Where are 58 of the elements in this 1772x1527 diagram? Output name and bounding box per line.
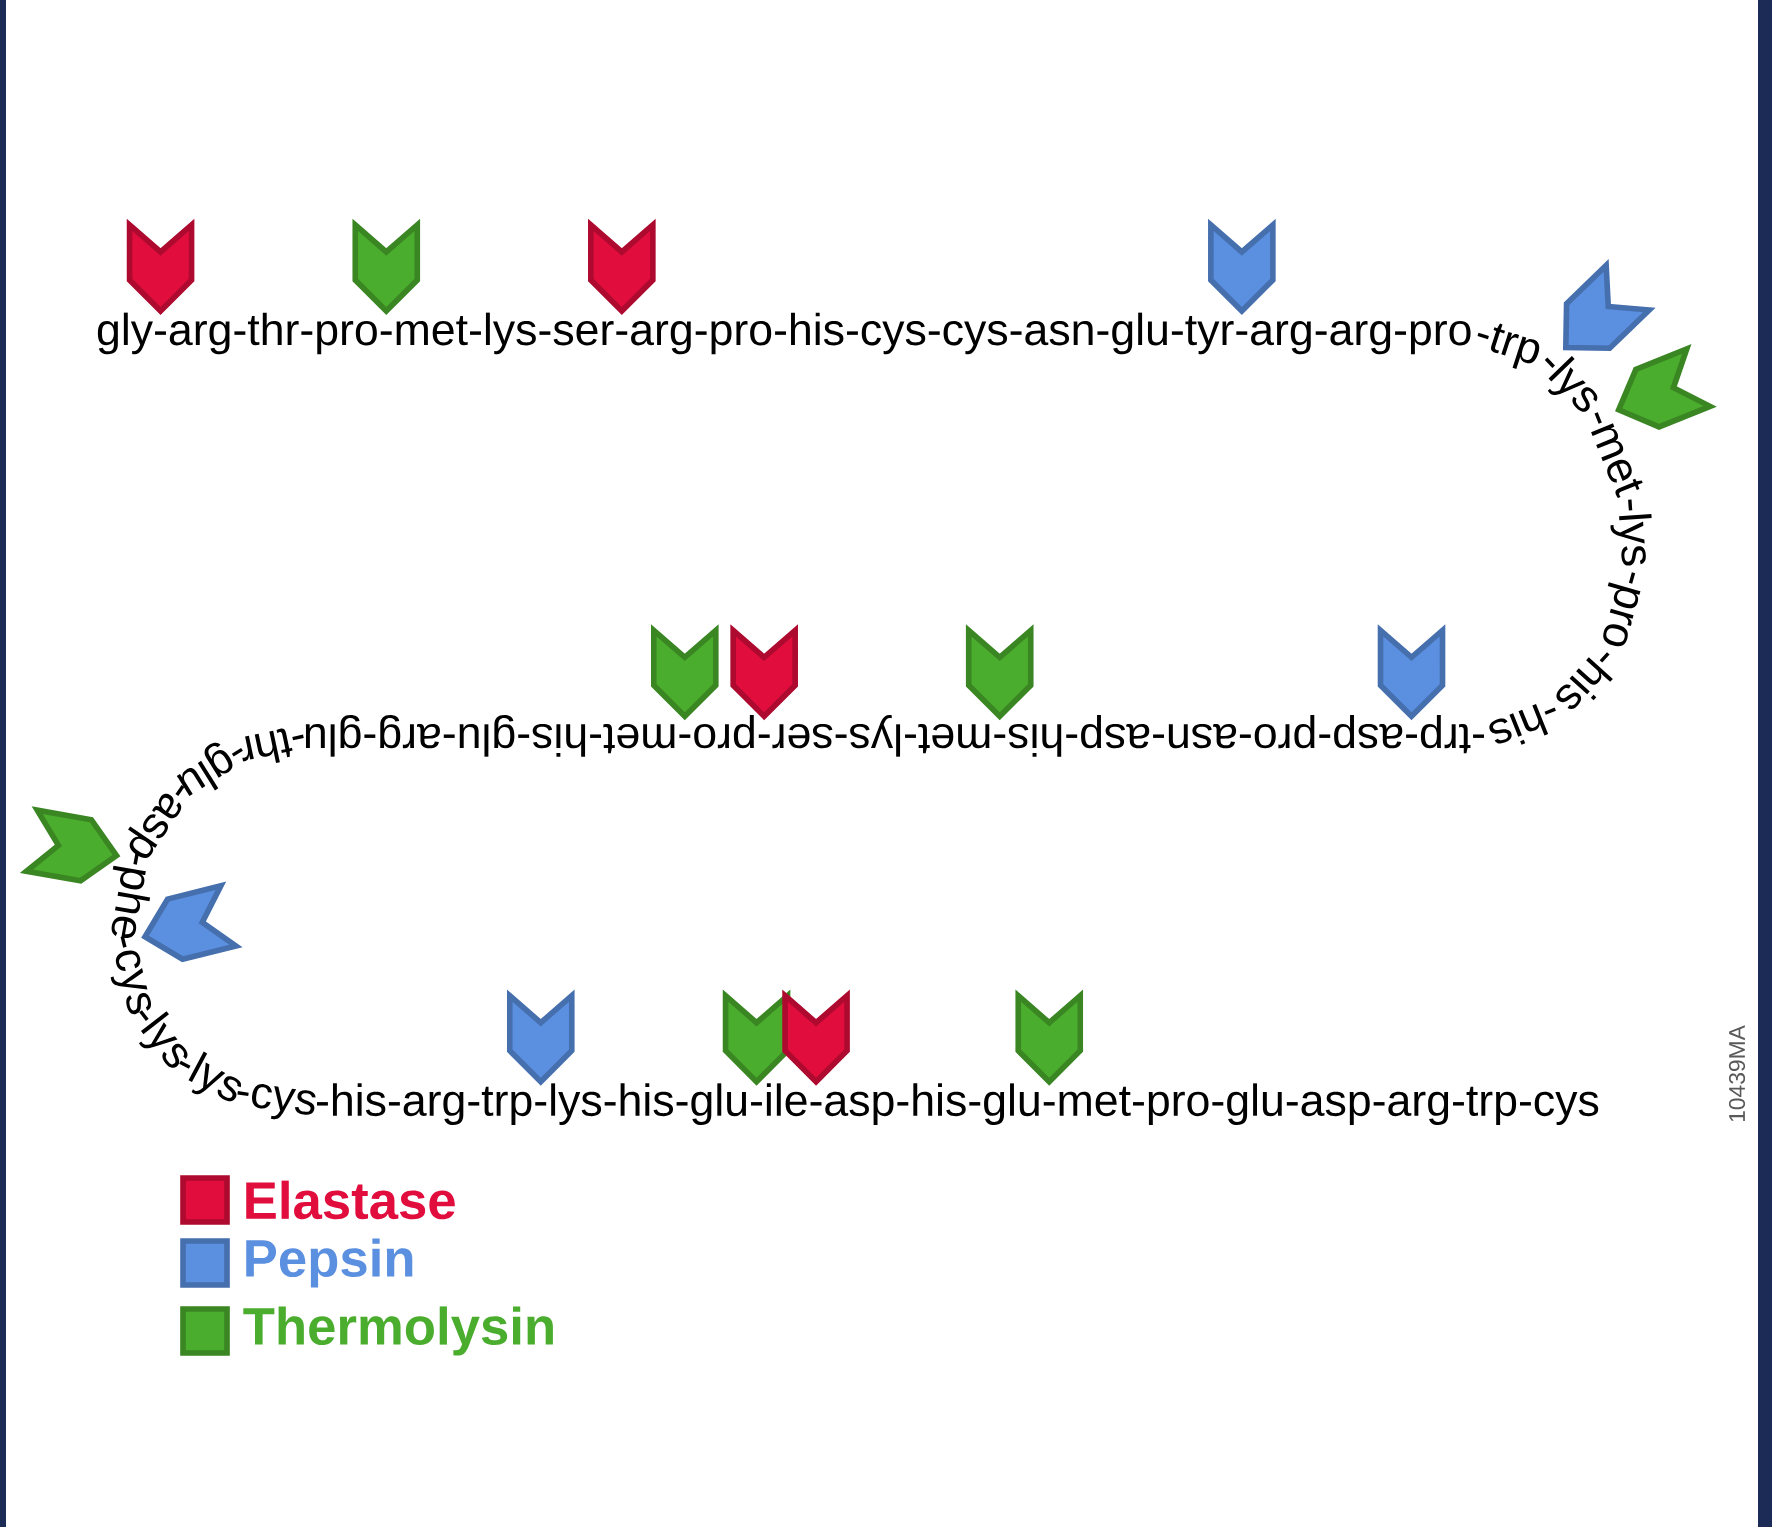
legend-label: Thermolysin [243, 1306, 553, 1356]
residue-label: -met [603, 723, 691, 754]
residue-label: -his [897, 1083, 966, 1117]
residue-label: -lys [850, 715, 916, 757]
residue-label: -glu [676, 1083, 747, 1125]
cleavage-marker [965, 624, 1034, 721]
residue-label: -pro [1603, 572, 1641, 647]
residue-label: -his [604, 1083, 673, 1117]
residue-label: -glu [459, 715, 530, 757]
residue-label: -arg [616, 320, 691, 355]
figure-code: 10439MA [1728, 1025, 1746, 1122]
residue-label: -his [1556, 652, 1613, 710]
residue-label: -pro [1395, 320, 1471, 355]
residue-label: -his [317, 1083, 386, 1117]
residue-label: -asp [810, 1091, 894, 1125]
residue-label: -met [1591, 412, 1643, 498]
residue-label: -arg [1315, 320, 1391, 355]
residue-label: -thr [234, 312, 299, 346]
residue-label: -met [918, 723, 1006, 754]
residue-label: -pro [1133, 1091, 1209, 1125]
residue-label: -asn [1168, 723, 1251, 749]
residue-label: -pro [695, 320, 772, 355]
residue-label: gly [97, 312, 153, 355]
residue-label: -lys [535, 1083, 602, 1125]
residue-label: -arg [1373, 1091, 1449, 1125]
residue-label: -lys [1610, 499, 1652, 566]
residue-label: -pro [1254, 715, 1331, 749]
residue-label: -glu [305, 715, 376, 757]
residue-label: -lys [1544, 356, 1598, 412]
residue-label: -cys [847, 320, 926, 355]
residue-label: -arg [388, 1091, 464, 1125]
cleavage-marker [1208, 218, 1276, 315]
residue-label: -glu [1097, 312, 1167, 355]
residue-label: -ser [772, 723, 847, 749]
residue-label: -tyr [1171, 316, 1234, 355]
residue-label: -cys [928, 320, 1008, 355]
residue-label: -met [380, 316, 468, 346]
residue-label: -met [1043, 1086, 1131, 1117]
residue-label: -trp [468, 1086, 532, 1125]
residue-label: -asp [1334, 715, 1418, 749]
residue-label: -his [1008, 723, 1078, 757]
residue-label: -cys [1519, 1091, 1599, 1125]
residue-label: -trp [1420, 715, 1484, 754]
legend-label: Pepsin [246, 1238, 413, 1288]
residue-label: -trp [1453, 1086, 1517, 1125]
cleavage-marker [352, 218, 421, 315]
residue-label: -trp [1477, 323, 1540, 369]
residue-label: -arg [380, 715, 455, 749]
residue-label: -his [775, 312, 844, 346]
legend-label: Elastase [246, 1180, 455, 1220]
residue-label: -arg [1236, 320, 1311, 355]
residue-label: -lys [470, 312, 536, 355]
residue-label: -asp [1286, 1091, 1370, 1125]
cleavage-marker [588, 218, 656, 315]
residue-label: -glu [969, 1083, 1039, 1125]
residue-label: -ile [751, 1083, 807, 1117]
residue-label: -pro [694, 715, 770, 749]
residue-label: -glu [1212, 1083, 1282, 1125]
